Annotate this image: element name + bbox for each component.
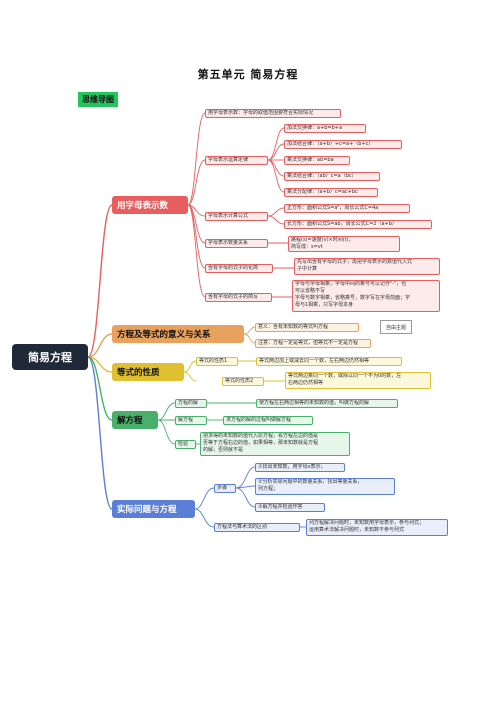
node-solution-detail[interactable]: 使方程左右两边相等的未知数的值，叫做方程的解 [256,399,398,408]
branch-equation-meaning[interactable]: 方程及等式的意义与关系 [112,325,244,343]
branch-equality-property[interactable]: 等式的性质 [112,363,184,381]
node-abbreviation[interactable]: 含有字母的式子的简写 [205,293,272,302]
node-solving-detail[interactable]: 求方程的解的过程叫做解方程 [223,416,313,425]
node-distributive[interactable]: 乘法分配律：（a+b）c=ac+bc [284,188,378,197]
node-operation-laws[interactable]: 字母表示运算定律 [205,156,268,165]
node-rectangle-formula[interactable]: 长方形：面积公式S=ab，周长公式C=2（a+b） [284,220,432,229]
node-simplify-detail[interactable]: 先写出含有字母的式子，再把字母表示的数值代入式 子中计算 [294,258,440,275]
node-abbreviation-detail[interactable]: 字母与字母相乘，字母中间的乘号可以记作"·"，也 可以省略不写 字母与数字相乘，… [292,280,440,312]
node-property-2[interactable]: 等式的性质2 [222,377,264,386]
node-property-1[interactable]: 等式的性质1 [196,357,238,366]
free-topic-node[interactable]: 自由主题 [380,320,412,334]
node-mul-commutative[interactable]: 乘法交换律：ab=ba [284,156,350,165]
node-solution[interactable]: 方程的解 [175,399,207,408]
node-check[interactable]: 检验 [175,440,196,449]
node-formulas[interactable]: 字母表示计算公式 [205,212,268,221]
branch-letters[interactable]: 用字母表示数 [112,196,188,214]
node-square-formula[interactable]: 正方形：面积公式S=a²，周长公式C=4a [284,204,410,213]
node-method-difference-detail[interactable]: 列方程解决问题时，未知数用字母表示，参与列式； 运用算术法解决问题时，未知数不参… [306,519,448,536]
node-step-3[interactable]: ③解方程并检验作答 [255,503,325,512]
node-simplify[interactable]: 含有字母的式子的化简 [205,264,273,273]
node-add-commutative[interactable]: 加法交换律：a+b=b+a [284,124,366,133]
node-method-difference[interactable]: 方程法与算术法的区别 [214,523,300,532]
node-equation-meaning[interactable]: 意义：含有未知数的等式叫方程 [255,323,359,332]
branch-solve-equation[interactable]: 解方程 [112,411,158,429]
node-steps[interactable]: 步骤 [214,484,236,493]
node-add-associative[interactable]: 加法结合律：（a+b）+c=a+（b+c） [284,140,402,149]
node-letter-number-range[interactable]: 用字母表示数：字母的取值范围要符合实际情况 [205,109,341,118]
mindmap-tag: 思维导图 [78,92,118,107]
root-node[interactable]: 简易方程 [12,344,88,370]
node-mul-associative[interactable]: 乘法结合律：（ab）c=a（bc） [284,172,380,181]
node-property-2-detail[interactable]: 等式两边乘同一个数，或除以同一个不为0的数，左 右两边仍然相等 [285,372,431,389]
node-property-1-detail[interactable]: 等式两边加上或减去同一个数，左右两边仍然相等 [256,357,402,366]
node-quantity-relation[interactable]: 字母表示数量关系 [205,239,268,248]
node-step-2[interactable]: ②分析实际问题中的数量关系，找出等量关系， 列方程； [255,478,395,495]
node-distance-formula[interactable]: 路程(s)=速度(v)×时间(t)， 简写成：s=vt [288,236,400,252]
node-equation-note[interactable]: 注意：方程一定是等式，但等式不一定是方程 [255,339,371,348]
node-solving[interactable]: 解方程 [175,416,207,425]
node-step-1[interactable]: ①找出未知数，用字母x表示； [255,463,345,472]
page-title: 第五单元 简易方程 [197,68,299,81]
branch-practical-problems[interactable]: 实际问题与方程 [112,500,195,518]
node-check-detail[interactable]: 把求得的未知数的值代入原方程，看方程左边的值是 否等于方程右边的值，如果相等，那… [200,432,350,456]
